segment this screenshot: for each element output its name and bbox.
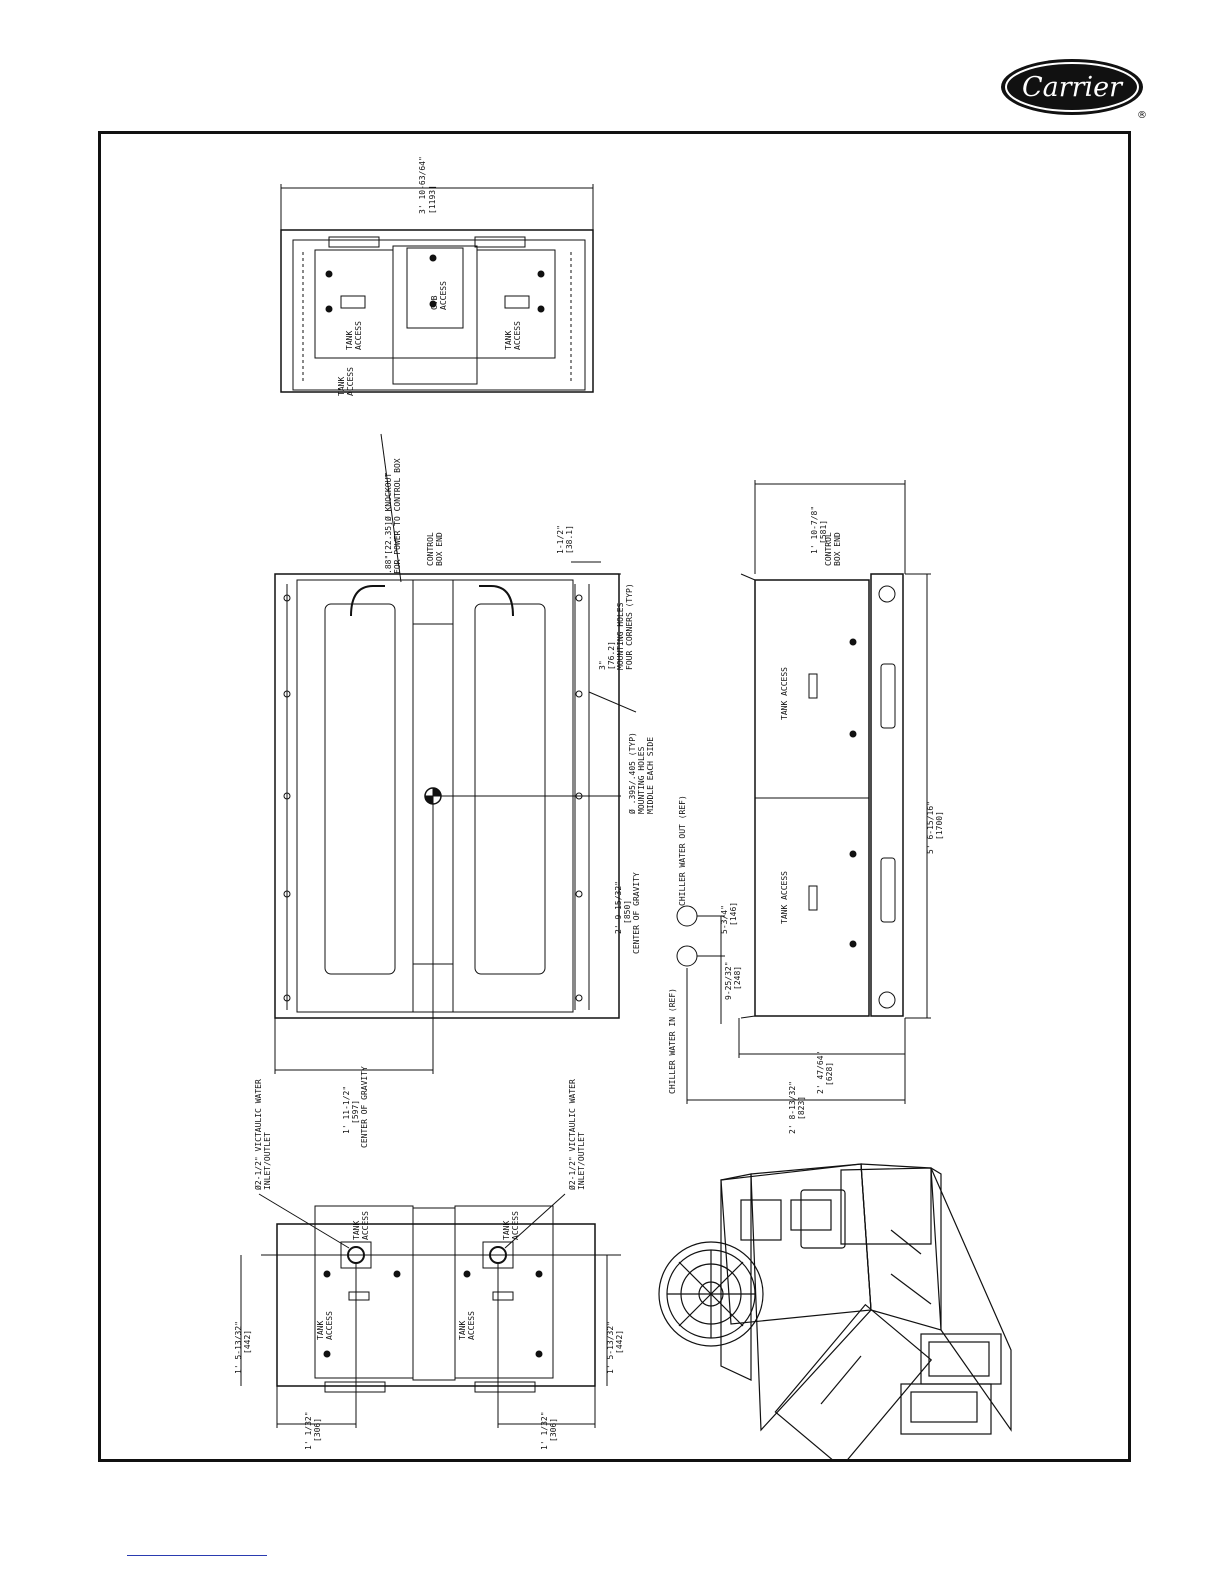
- side-in: 9-25/32": [724, 961, 733, 1000]
- top-tank-left-2: ACCESS: [354, 321, 363, 350]
- plan-middle-2: MOUNTING HOLES: [637, 746, 646, 814]
- side-control-2: BOX END: [833, 532, 842, 566]
- cog-short-2: [597]: [351, 1100, 360, 1124]
- side-overall-mm: [823]: [797, 1096, 806, 1120]
- end-off-left: 1' 1/32": [304, 1411, 313, 1450]
- footer-link-rule: [127, 1555, 267, 1556]
- side-depth: 1' 10-7/8": [810, 506, 819, 554]
- end-tank-7: TANK: [458, 1321, 467, 1340]
- end-height-right-mm: [442]: [615, 1330, 624, 1354]
- end-tank-2: ACCESS: [361, 1211, 370, 1240]
- victaulic-right-2: INLET/OUTLET: [577, 1132, 586, 1190]
- cog-long-1: 2' 9-15/32": [614, 881, 623, 934]
- side-base: 2' 47/64": [816, 1051, 825, 1094]
- end-tank-4: ACCESS: [511, 1211, 520, 1240]
- top-cb-2: ACCESS: [439, 281, 448, 310]
- end-tank-6: ACCESS: [325, 1311, 334, 1340]
- end-height-left-mm: [442]: [243, 1330, 252, 1354]
- carrier-logo: Carrier ®: [1001, 59, 1146, 120]
- side-length-mm: [1700]: [935, 811, 944, 840]
- top-tank-left-1: TANK: [345, 331, 354, 350]
- plan-offset: 1-1/2": [556, 525, 565, 554]
- side-in-mm: [248]: [733, 966, 742, 990]
- top-dim-mm: [1193]: [428, 185, 437, 214]
- top-tank-right-2: ACCESS: [513, 321, 522, 350]
- dimensional-drawing: 3' 10-63/64" [1193] TANK ACCESS C.B ACCE…: [234, 156, 1012, 1459]
- registered-mark: ®: [1137, 110, 1146, 120]
- cog-short-3: CENTER OF GRAVITY: [360, 1066, 369, 1148]
- end-tank-1: TANK: [352, 1221, 361, 1240]
- knockout-note-2: FOR POWER TO CONTROL BOX: [393, 458, 402, 574]
- side-spacing: 5-3/4": [720, 905, 729, 934]
- drawing-frame: [98, 131, 1131, 1462]
- cog-long-3: CENTER OF GRAVITY: [632, 872, 641, 954]
- plan-corner-2: [76.2]: [607, 641, 616, 670]
- isometric-view: [658, 1163, 1012, 1459]
- plan-control-1: CONTROL: [426, 532, 435, 566]
- chiller-in: CHILLER WATER IN (REF): [668, 988, 677, 1094]
- end-height-right: 1' 5-13/32": [606, 1321, 615, 1374]
- end-tank-8: ACCESS: [467, 1311, 476, 1340]
- knockout-note-1: .88"[22.35]Ø KNOCKOUT: [383, 473, 393, 574]
- plan-corner-4: FOUR CORNERS (TYP): [625, 583, 634, 670]
- top-tank-right-1: TANK: [504, 331, 513, 350]
- plan-corner-3: MOUNTING HOLES: [616, 602, 625, 670]
- side-view: 1' 10-7/8" [581] CONTROL BOX END TANK AC…: [668, 480, 944, 1134]
- end-tank-5: TANK: [316, 1321, 325, 1340]
- top-cb-1: C.B: [430, 295, 439, 310]
- side-spacing-mm: [146]: [729, 902, 738, 926]
- side-overall: 2' 8-13/32": [788, 1081, 797, 1134]
- top-tank-side-1: TANK: [337, 377, 346, 396]
- end-off-right-mm: [306]: [549, 1418, 558, 1442]
- end-off-left-mm: [306]: [313, 1418, 322, 1442]
- plan-middle-1: Ø .395/.405 (TYP): [627, 732, 637, 814]
- chiller-out: CHILLER WATER OUT (REF): [678, 795, 687, 906]
- cog-short-1: 1' 11-1/2": [342, 1086, 351, 1134]
- end-tank-3: TANK: [502, 1221, 511, 1240]
- plan-control-2: BOX END: [435, 532, 444, 566]
- end-off-right: 1' 1/32": [540, 1411, 549, 1450]
- side-control-1: CONTROL: [824, 532, 833, 566]
- top-view: 3' 10-63/64" [1193] TANK ACCESS C.B ACCE…: [280, 156, 594, 396]
- side-length: 5' 6-15/16": [926, 801, 935, 854]
- side-tank-top: TANK ACCESS: [780, 667, 789, 720]
- brand-name: Carrier: [1022, 72, 1124, 103]
- end-height-left: 1' 5-13/32": [234, 1321, 243, 1374]
- cog-long-2: [850]: [623, 900, 632, 924]
- plan-offset-mm: [38.1]: [565, 525, 574, 554]
- plan-corner-1: 3": [598, 660, 607, 670]
- victaulic-left-1: Ø2-1/2" VICTAULIC WATER: [253, 1079, 263, 1190]
- plan-view: .88"[22.35]Ø KNOCKOUT FOR POWER TO CONTR…: [274, 433, 655, 1148]
- top-dim: 3' 10-63/64": [418, 156, 427, 214]
- side-tank-bottom: TANK ACCESS: [780, 871, 789, 924]
- plan-middle-3: MIDDLE EACH SIDE: [646, 737, 655, 814]
- end-view: Ø2-1/2" VICTAULIC WATER INLET/OUTLET Ø2-…: [234, 1079, 624, 1450]
- side-base-mm: [628]: [825, 1062, 834, 1086]
- side-depth-mm: [581]: [819, 520, 828, 544]
- victaulic-right-1: Ø2-1/2" VICTAULIC WATER: [567, 1079, 577, 1190]
- victaulic-left-2: INLET/OUTLET: [263, 1132, 272, 1190]
- top-tank-side-2: ACCESS: [346, 367, 355, 396]
